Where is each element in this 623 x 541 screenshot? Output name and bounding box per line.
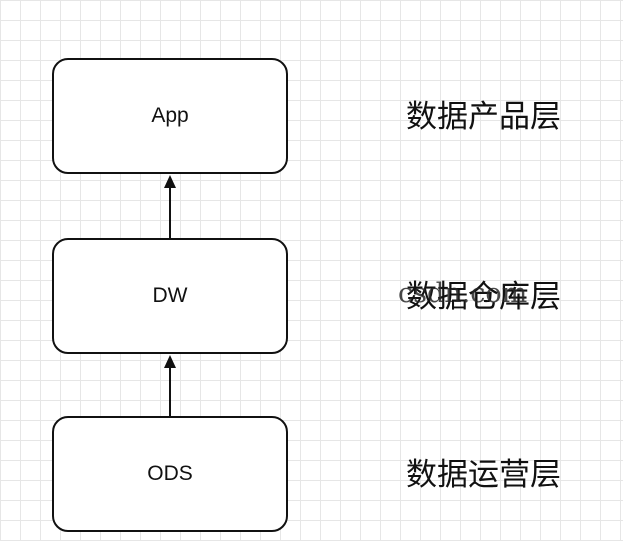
arrowhead-dw (164, 355, 176, 368)
node-app[interactable]: App (52, 58, 288, 174)
watermark-text: csdn.com (398, 278, 528, 309)
arrowhead-app (164, 175, 176, 188)
node-ods[interactable]: ODS (52, 416, 288, 532)
layer-label-product: 数据产品层 (406, 99, 561, 135)
node-dw-label: DW (152, 284, 188, 307)
node-ods-label: ODS (147, 462, 193, 485)
node-app-label: App (151, 104, 189, 127)
layer-label-operation: 数据运营层 (406, 457, 561, 493)
layer-label-warehouse: 数据仓库层 (406, 279, 561, 315)
node-dw[interactable]: DW (52, 238, 288, 354)
